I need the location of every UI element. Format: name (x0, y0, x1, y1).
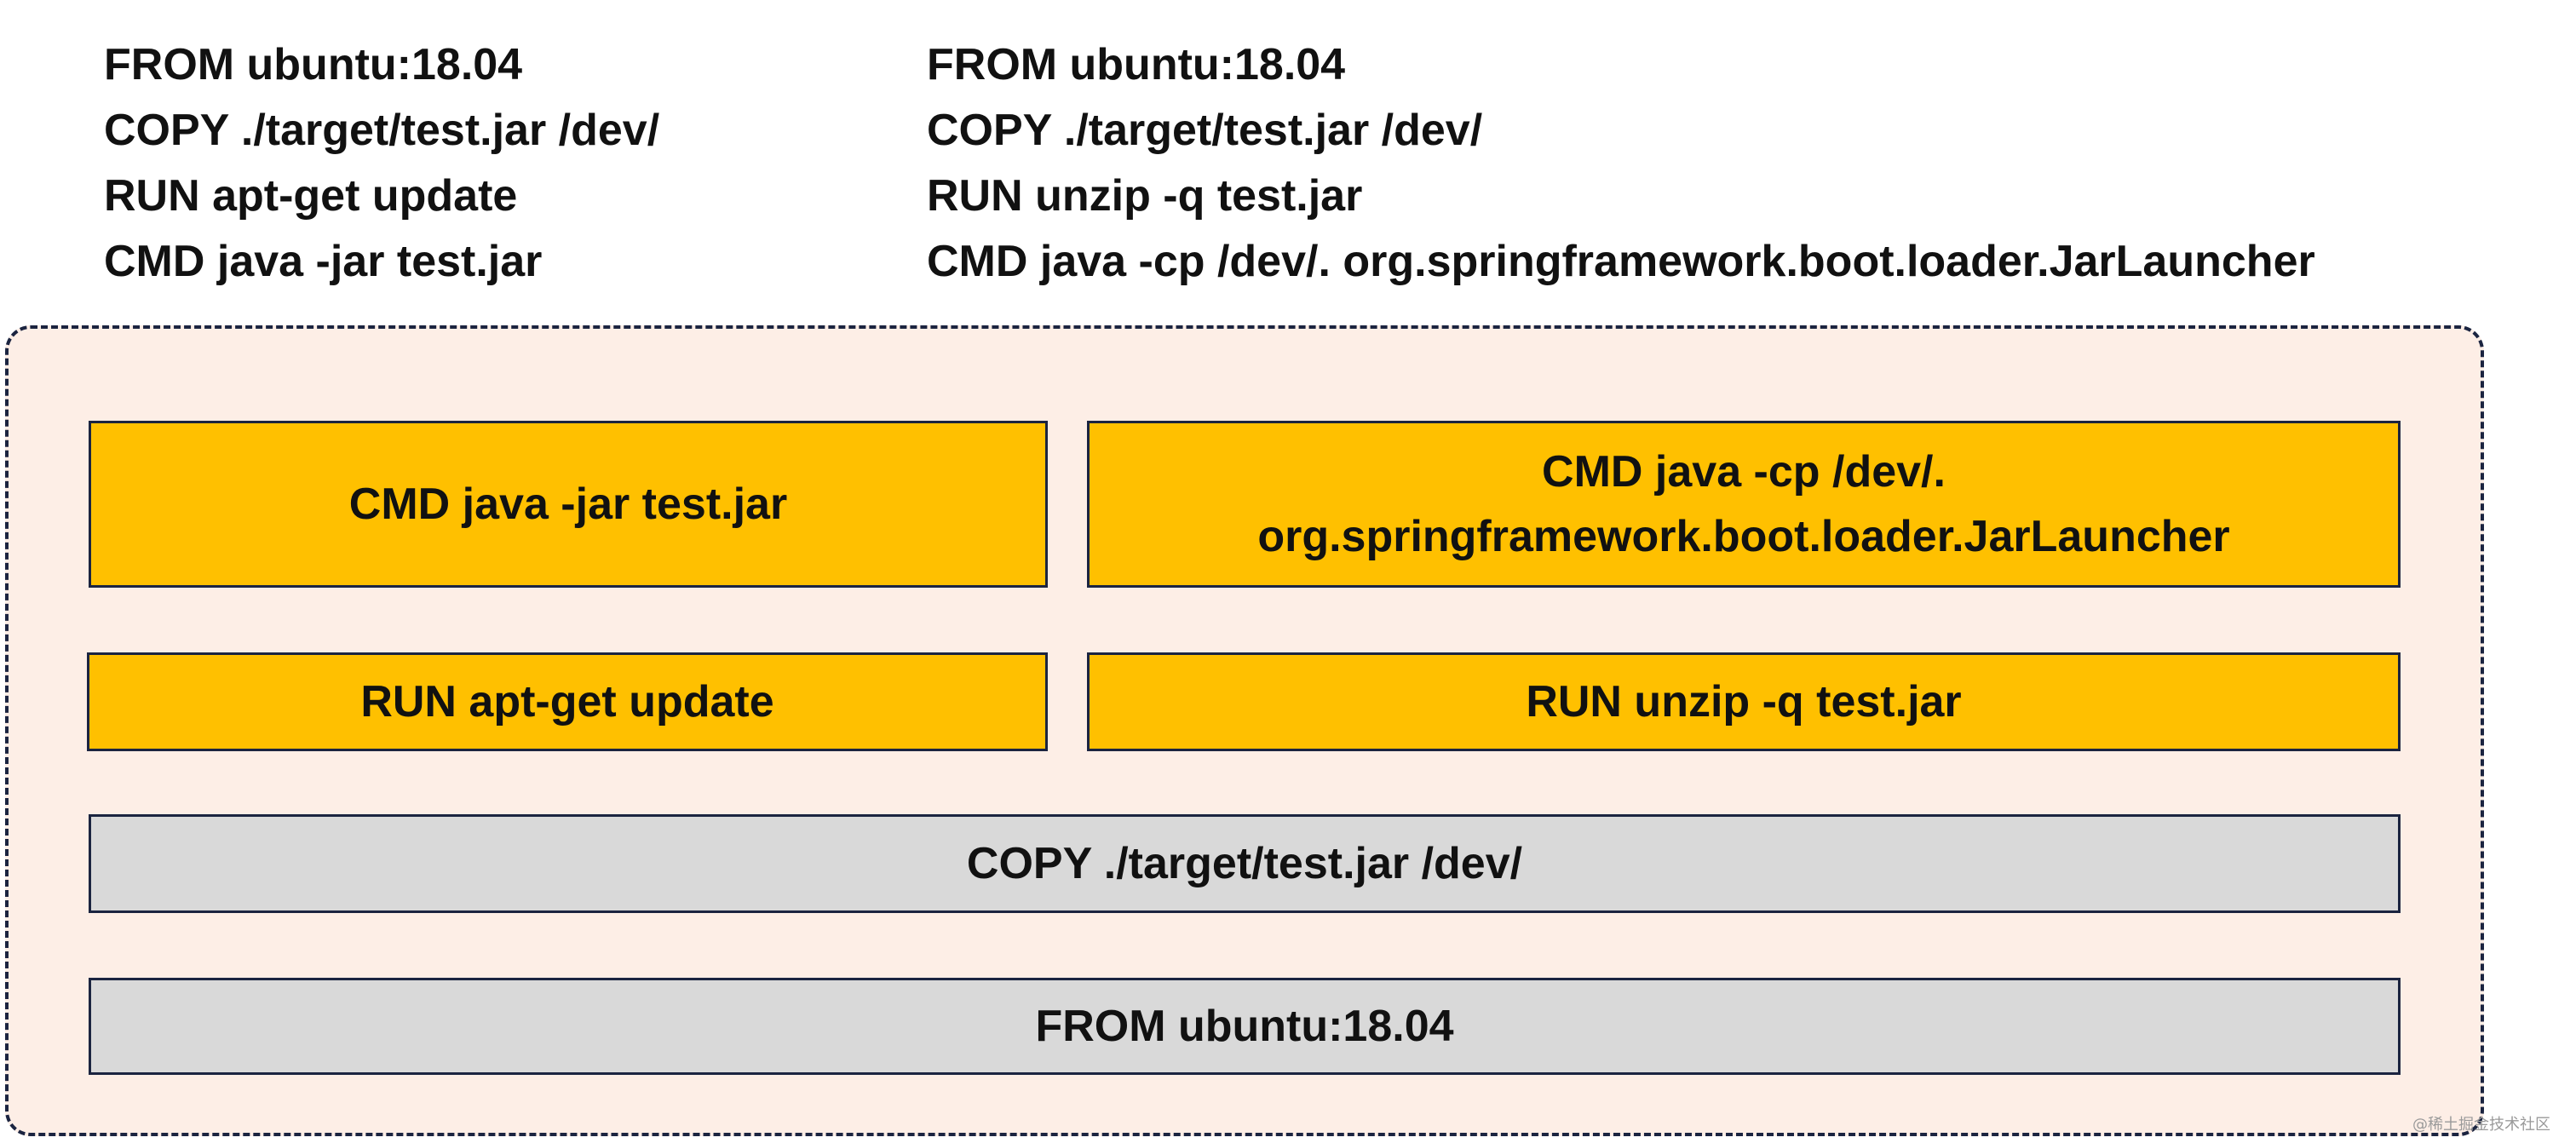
cmd-layer-left: CMD java -jar test.jar (89, 421, 1048, 588)
cmd-layer-right-label: CMD java -cp /dev/. org.springframework.… (1257, 447, 2230, 561)
left-dockerfile-line: COPY ./target/test.jar /dev/ (104, 106, 660, 155)
right-dockerfile-line: RUN unzip -q test.jar (927, 171, 1363, 221)
cmd-layer-right: CMD java -cp /dev/. org.springframework.… (1087, 421, 2401, 588)
left-dockerfile-line: CMD java -jar test.jar (104, 237, 543, 286)
run-layer-right-label: RUN unzip -q test.jar (1526, 677, 1962, 727)
right-dockerfile-line: COPY ./target/test.jar /dev/ (927, 106, 1483, 155)
right-dockerfile-line: CMD java -cp /dev/. org.springframework.… (927, 237, 2315, 286)
watermark: @稀土掘金技术社区 (2412, 1116, 2550, 1134)
copy-layer-shared: COPY ./target/test.jar /dev/ (89, 814, 2401, 913)
run-layer-right: RUN unzip -q test.jar (1087, 652, 2401, 751)
left-dockerfile: FROM ubuntu:18.04 COPY ./target/test.jar… (104, 32, 659, 295)
left-dockerfile-line: FROM ubuntu:18.04 (104, 40, 523, 89)
run-layer-left-label: RUN apt-get update (360, 677, 774, 727)
run-layer-left: RUN apt-get update (87, 652, 1048, 751)
right-dockerfile-line: FROM ubuntu:18.04 (927, 40, 1346, 89)
right-dockerfile: FROM ubuntu:18.04 COPY ./target/test.jar… (927, 32, 2315, 295)
from-layer-label: FROM ubuntu:18.04 (1035, 1002, 1454, 1051)
left-dockerfile-line: RUN apt-get update (104, 171, 518, 221)
cmd-layer-left-label: CMD java -jar test.jar (348, 480, 788, 529)
copy-layer-label: COPY ./target/test.jar /dev/ (966, 839, 1523, 888)
from-layer-shared: FROM ubuntu:18.04 (89, 978, 2401, 1075)
